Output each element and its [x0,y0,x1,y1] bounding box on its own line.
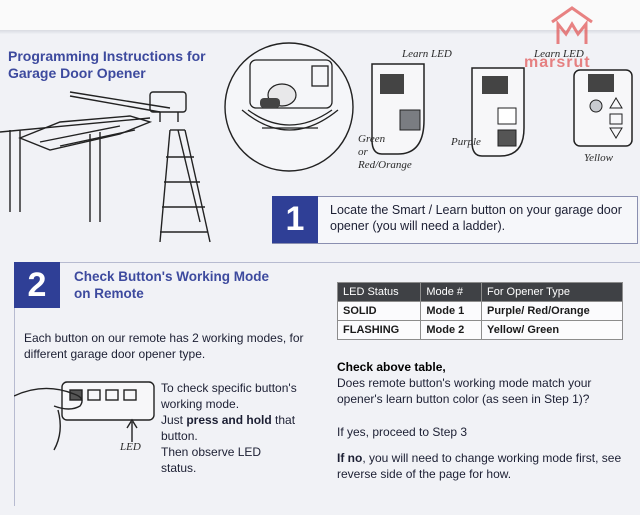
table-header: For Opener Type [481,282,623,302]
table-cell: Mode 1 [420,301,482,321]
step2-top-divider [14,262,640,263]
table-row: FLASHING Mode 2 Yellow/ Green [336,320,623,340]
remote-hand-illustration [14,381,155,451]
step2-left-divider [14,306,15,506]
no-bold: If no [337,451,363,465]
learn-panel-green [371,63,425,155]
opener-closeup-illustration [224,42,354,172]
page-top-strip [0,0,640,30]
check-table-question: Does remote button's working mode match … [337,376,592,406]
working-modes-text: Each button on our remote has 2 working … [24,331,304,361]
watermark-text: marsrut [524,54,591,71]
learn-led-label-2: Learn LED [534,48,584,60]
check-then: Then observe LED status. [161,445,262,475]
paper-fold [0,30,640,34]
step2-title: Check Button's Working Mode on Remote [74,269,269,301]
no-instruction: If no, you will need to change working m… [337,450,637,482]
led-status-table: LED Status Mode # For Opener Type SOLID … [336,282,623,340]
step2-number: 2 [14,262,60,308]
learn-panel-yellow [573,69,633,147]
table-header-row: LED Status Mode # For Opener Type [336,282,623,302]
table-header: Mode # [420,282,482,302]
table-cell: Mode 2 [420,320,482,340]
check-that: that button. [161,413,296,443]
or-label: or [358,146,368,158]
check-bold: press and hold [186,413,272,427]
learn-panel-purple [471,67,525,157]
check-lead: To check specific button's working mode. [161,381,297,411]
table-cell: SOLID [336,301,422,321]
yellow-label: Yellow [584,152,613,164]
step1-text: Locate the Smart / Learn button on your … [330,203,622,233]
yes-instruction: If yes, proceed to Step 3 [337,425,468,439]
watermark-logo-icon [551,6,593,44]
check-table-heading: Check above table, [337,360,446,374]
purple-label: Purple [451,136,481,148]
page-title: Programming Instructions for Garage Door… [8,48,206,81]
table-cell: FLASHING [336,320,422,340]
table-row: SOLID Mode 1 Purple/ Red/Orange [336,301,623,321]
table-cell: Yellow/ Green [481,320,623,340]
learn-led-label: Learn LED [402,48,452,60]
led-label: LED [120,441,141,453]
check-just: Just [161,413,187,427]
check-mode-text: To check specific button's working mode.… [161,380,321,476]
table-cell: Purple/ Red/Orange [481,301,623,321]
red-orange-label: Red/Orange [358,159,412,171]
no-text: , you will need to change working mode f… [337,451,622,481]
table-header: LED Status [336,282,422,302]
step1-box [272,196,638,244]
garage-opener-illustration [0,91,211,243]
green-label: Green [358,133,386,145]
step1-number: 1 [272,196,318,243]
